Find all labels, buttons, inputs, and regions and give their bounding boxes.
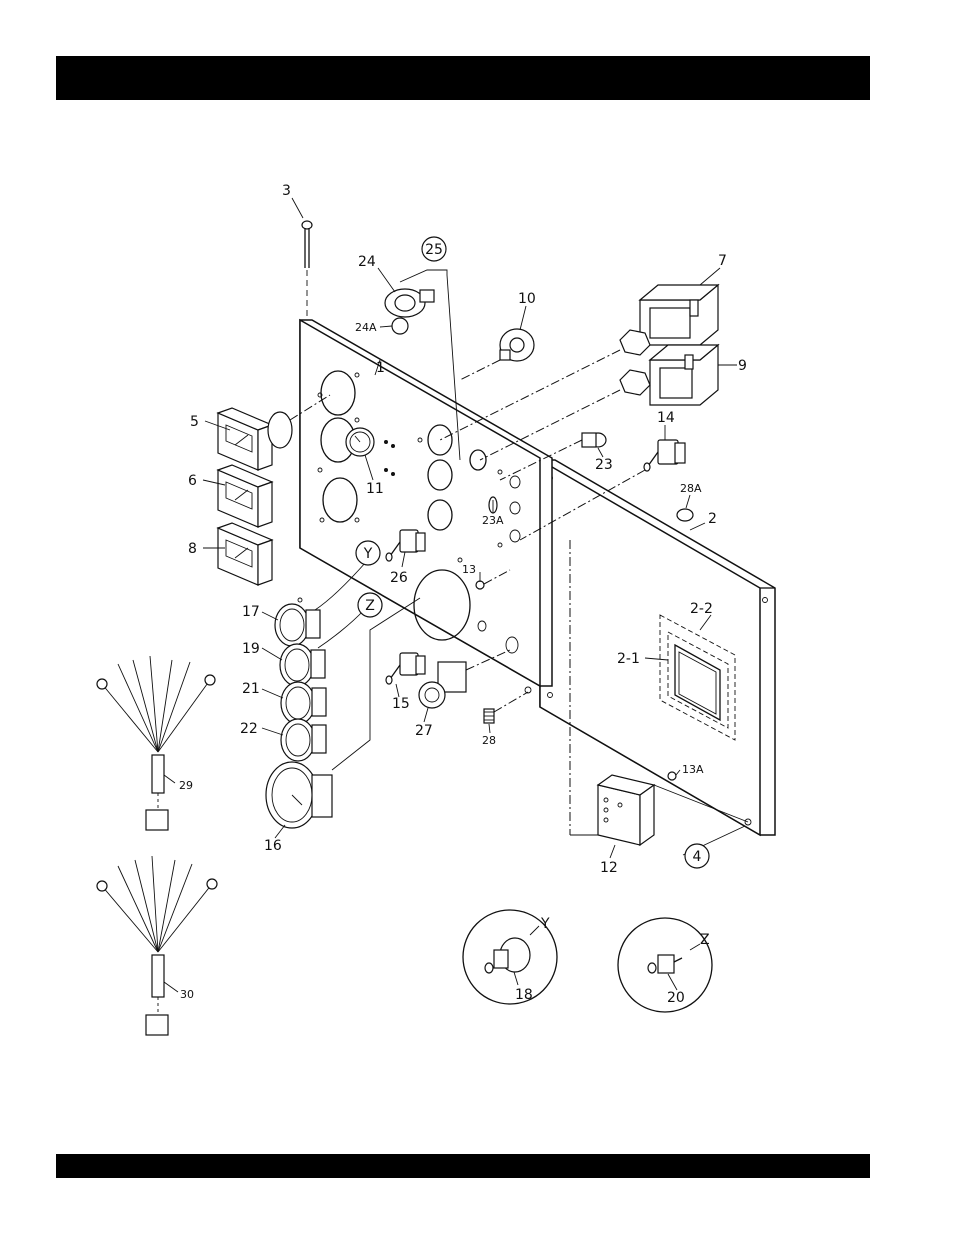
callout-y: Y	[363, 546, 373, 562]
callout-7: 7	[718, 253, 727, 269]
callout-13: 13	[462, 563, 476, 576]
meter-part-8	[218, 523, 272, 585]
callout-23a: 23A	[482, 514, 504, 527]
detail-z-sender-part-20	[618, 918, 712, 1012]
meter-part-6	[218, 465, 272, 527]
callout-1: 1	[376, 360, 385, 376]
callout-8: 8	[188, 541, 197, 557]
callout-13a: 13A	[682, 763, 704, 776]
wire-harness-part-29	[97, 656, 215, 830]
callout-11: 11	[366, 481, 384, 497]
callout-17: 17	[242, 604, 260, 620]
callout-26: 26	[390, 570, 408, 586]
callout-12: 12	[600, 860, 618, 876]
gauge-part-19	[280, 644, 325, 686]
callout-30: 30	[180, 988, 194, 1001]
callout-2-2: 2-2	[690, 601, 713, 617]
callout-29: 29	[179, 779, 193, 792]
toggle-switch-part-15	[386, 653, 425, 684]
callout-9: 9	[738, 358, 747, 374]
front-panel	[298, 320, 552, 693]
callout-5: 5	[190, 414, 199, 430]
screw-part-3	[302, 221, 312, 320]
gauge-part-17	[275, 604, 320, 646]
callout-24: 24	[358, 254, 376, 270]
callout-28a: 28A	[680, 482, 702, 495]
callout-24a: 24A	[355, 321, 377, 334]
callout-6: 6	[188, 473, 197, 489]
wire-harness-part-30	[97, 856, 217, 1035]
callout-28: 28	[482, 734, 496, 747]
callout-3: 3	[282, 183, 291, 199]
spring-part-28	[484, 692, 528, 723]
callout-22: 22	[240, 721, 258, 737]
callout-2-1: 2-1	[617, 651, 640, 667]
callout-detail-y: Y	[540, 916, 550, 932]
callout-4: 4	[693, 849, 702, 865]
callout-14: 14	[657, 410, 675, 426]
callout-16: 16	[264, 838, 282, 854]
rotary-switch-part-10	[460, 329, 534, 380]
callout-21: 21	[242, 681, 260, 697]
callout-27: 27	[415, 723, 433, 739]
rear-panel	[540, 460, 775, 835]
callout-10: 10	[518, 291, 536, 307]
callout-25: 25	[425, 242, 443, 258]
callout-23: 23	[595, 457, 613, 473]
callout-20: 20	[667, 990, 685, 1006]
callout-15: 15	[392, 696, 410, 712]
gauge-part-22	[281, 719, 326, 761]
callout-18: 18	[515, 987, 533, 1003]
callout-19: 19	[242, 641, 260, 657]
callout-2: 2	[708, 511, 717, 527]
callout-detail-z: Z	[700, 932, 710, 948]
gauge-part-21	[281, 682, 326, 724]
callout-z: Z	[365, 598, 375, 614]
